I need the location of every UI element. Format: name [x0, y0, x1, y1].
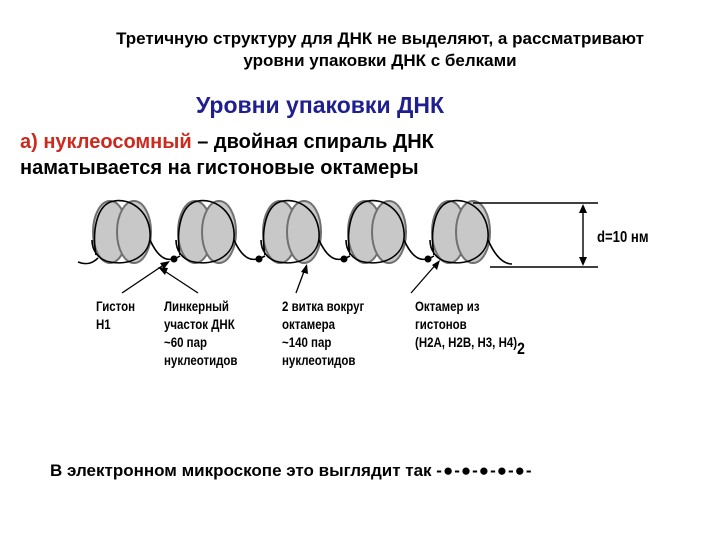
dimension-label: d=10 нм: [597, 229, 649, 246]
nucleosome-definition: а) нуклеосомный – двойная спираль ДНК на…: [20, 129, 710, 181]
pointer-arrows: [121, 261, 439, 294]
page-heading: Уровни упаковки ДНК: [195, 92, 445, 118]
definition-line-2: наматывается на гистоновые октамеры: [20, 157, 419, 179]
nucleosome-4: [347, 200, 407, 264]
label-octamer: Октамер из гистонов (Н2А, Н2В, Н3, Н4)2: [415, 298, 525, 358]
label-two-turns: 2 витка вокруг октамера ~140 пар нуклеот…: [282, 298, 365, 368]
microscope-text: В электронном микроскопе это выглядит та…: [50, 461, 432, 480]
beads-on-string: -●-●-●-●-●-: [436, 461, 533, 480]
dna-strand: [77, 199, 513, 265]
dimension-arrowheads: [579, 204, 587, 266]
nucleosome-3: [262, 200, 322, 264]
dimension-indicator: [473, 202, 598, 268]
histone-h1-dots: [170, 255, 432, 263]
definition-rest: – двойная спираль ДНК: [191, 131, 434, 153]
label-linker: Линкерный участок ДНК ~60 пар нуклеотидо…: [164, 298, 238, 368]
intro-line-2: уровни упаковки ДНК с белками: [243, 51, 517, 70]
definition-term: а) нуклеосомный: [20, 131, 192, 153]
intro-text: Третичную структуру для ДНК не выделяют,…: [40, 28, 720, 72]
label-histone-h1: Гистон Н1: [96, 298, 136, 332]
pointer-arrowheads: [158, 260, 440, 275]
octamer-subscript: 2: [517, 339, 525, 358]
microscope-note: В электронном микроскопе это выглядит та…: [50, 461, 533, 481]
nucleosome-1: [92, 200, 152, 264]
intro-line-1: Третичную структуру для ДНК не выделяют,…: [116, 29, 644, 48]
nucleosome-2: [177, 200, 237, 264]
